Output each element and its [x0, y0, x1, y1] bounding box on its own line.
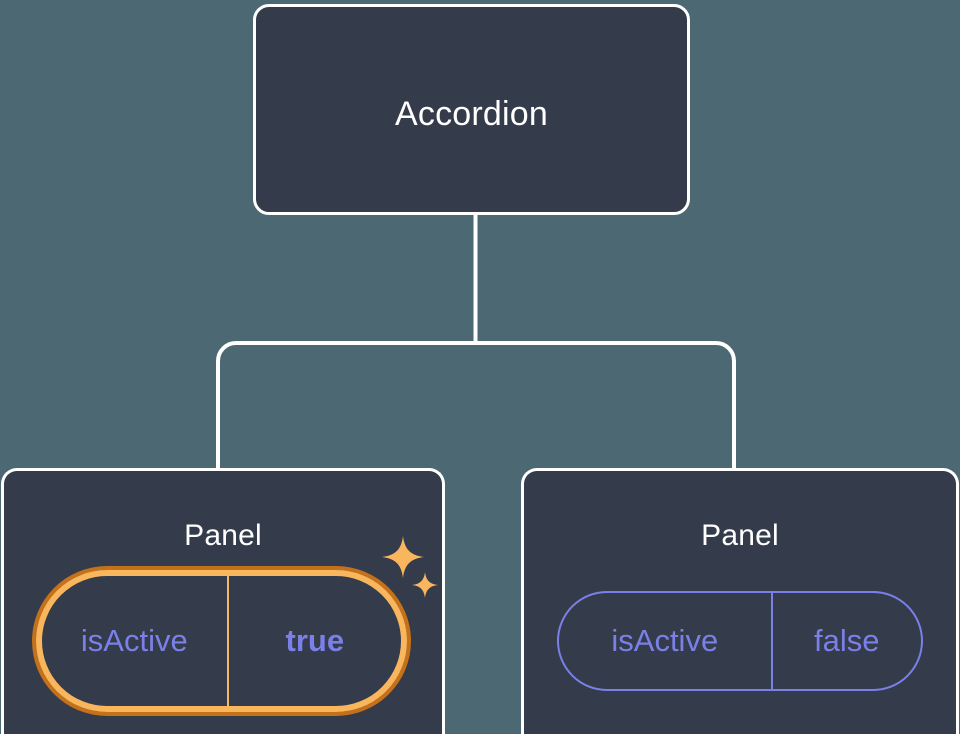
connector-branch-left — [216, 341, 476, 470]
node-accordion-label: Accordion — [395, 95, 548, 133]
prop-pill-isactive-true[interactable]: isActive true — [36, 570, 407, 712]
prop-value-label: true — [285, 623, 345, 658]
node-panel-active-label: Panel — [184, 519, 262, 552]
connector-branch-right — [475, 341, 736, 470]
node-accordion[interactable]: Accordion — [253, 4, 690, 215]
node-panel-inactive-label: Panel — [701, 519, 779, 552]
prop-key-label: isActive — [559, 593, 773, 689]
prop-pill-isactive-false[interactable]: isActive false — [557, 591, 923, 691]
prop-key-label: isActive — [42, 576, 229, 706]
prop-value-label: false — [814, 623, 880, 658]
